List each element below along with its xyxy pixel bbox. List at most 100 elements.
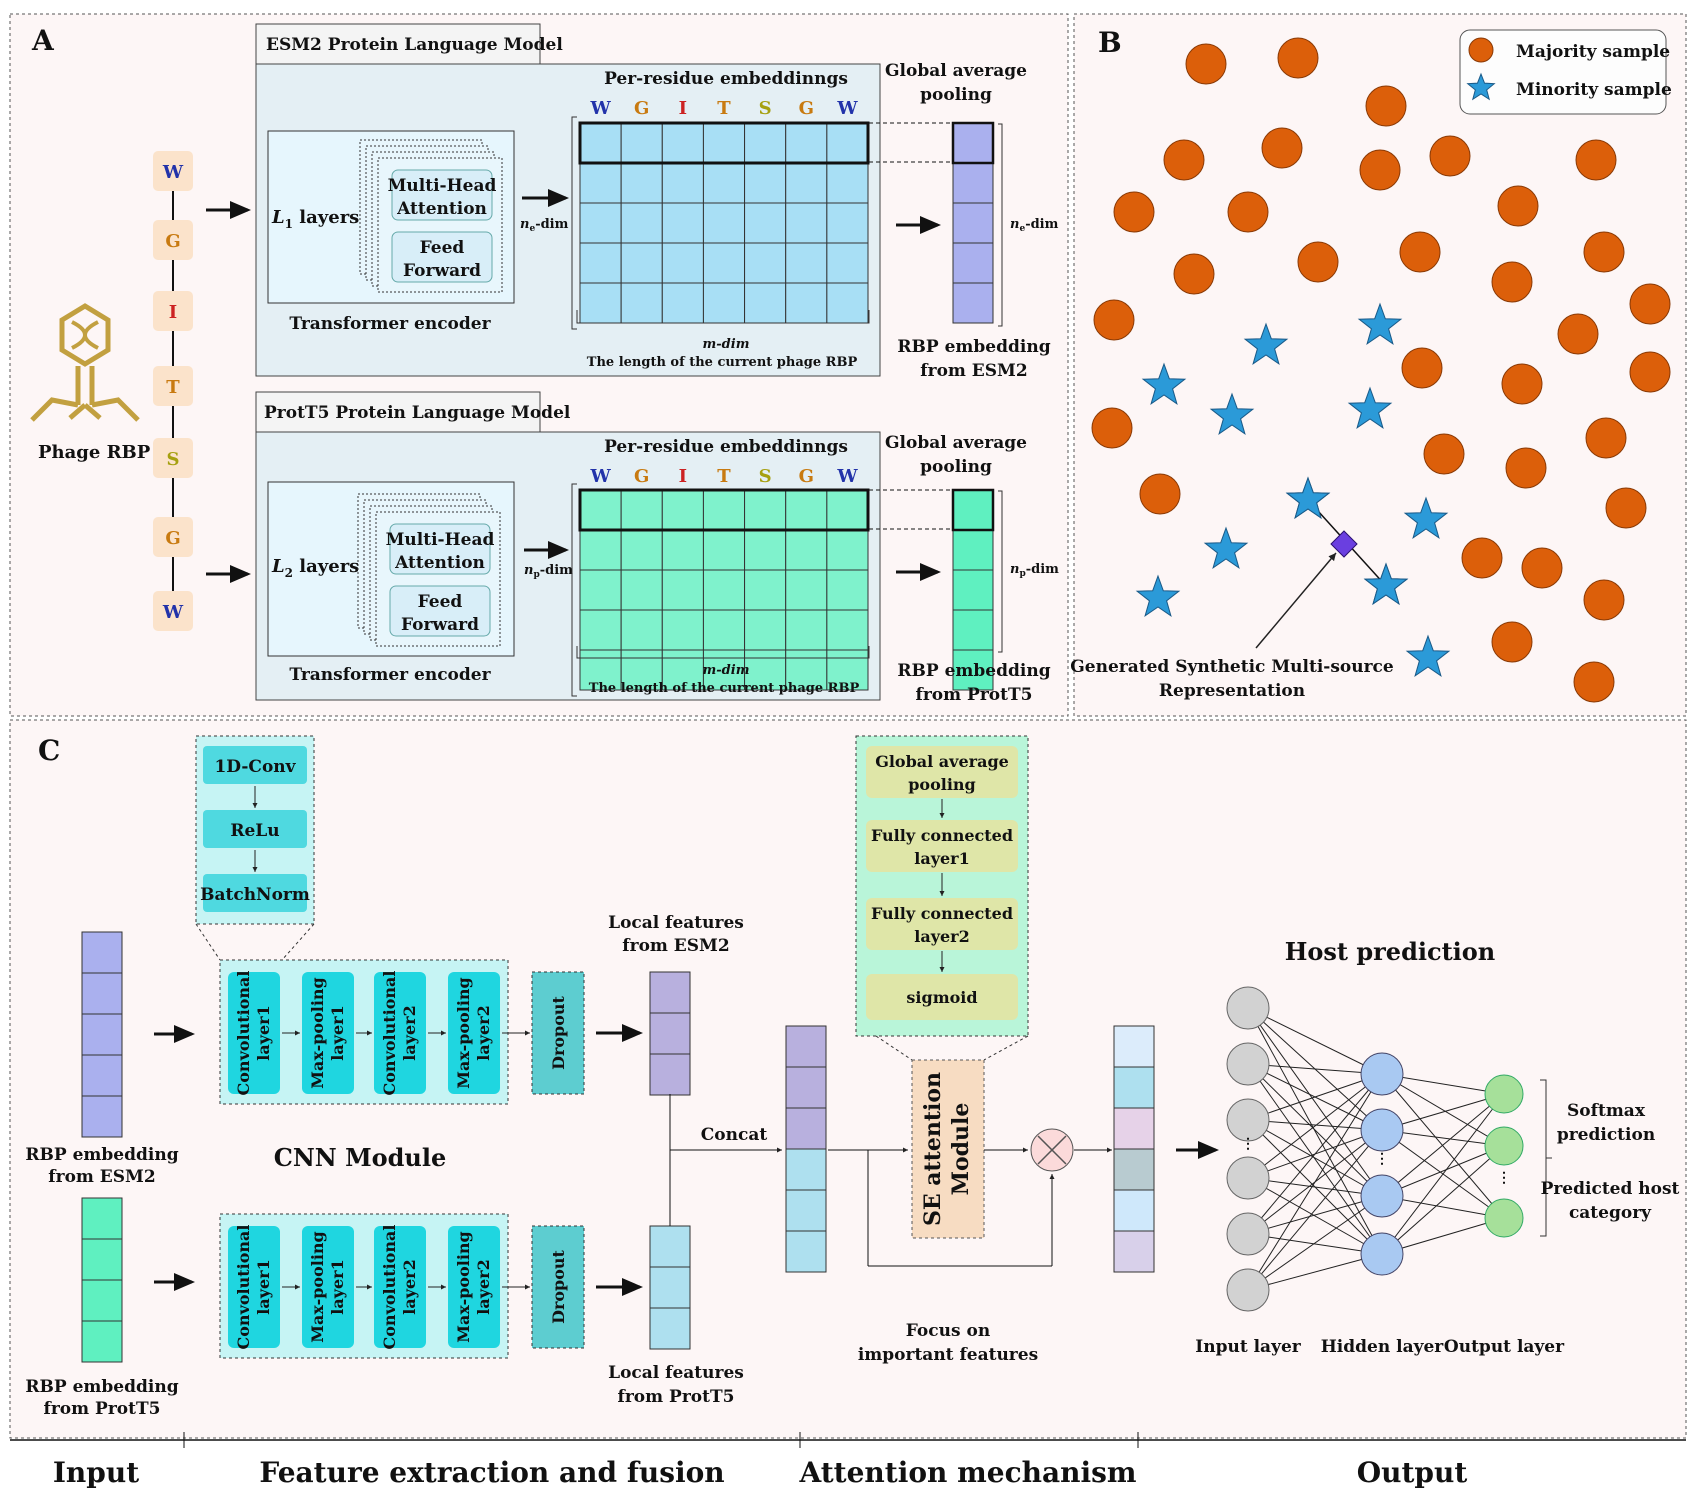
embedding-cell — [785, 242, 828, 284]
embedding-cell — [744, 202, 787, 244]
pooled-cell — [952, 489, 994, 531]
se-step-label: pooling — [908, 775, 976, 794]
embedding-cell — [744, 529, 787, 571]
embedding-cell — [579, 529, 622, 571]
residue-letter: G — [165, 231, 180, 252]
pooled-cell-highlight — [951, 121, 995, 165]
pooled-cell — [952, 162, 994, 204]
vector-cell — [1113, 1066, 1155, 1109]
embedding-cell — [702, 649, 746, 691]
minority-sample — [1347, 386, 1393, 429]
embedding-cell — [702, 609, 746, 651]
dropout-label: Dropout — [549, 1249, 568, 1323]
output-neuron — [1484, 1198, 1524, 1238]
cnn-layer-label: layer1 — [328, 1259, 347, 1314]
embedding-cell — [744, 122, 787, 164]
embedding-cell — [620, 569, 663, 611]
majority-sample — [1461, 537, 1503, 579]
input-prott5-line1: RBP embedding — [25, 1377, 178, 1397]
embedding-cell — [579, 122, 622, 164]
cnn-layer-label: layer2 — [474, 1259, 493, 1314]
input-neuron — [1226, 1098, 1270, 1142]
majority-sample — [1491, 261, 1533, 303]
embedding-cell — [579, 202, 622, 244]
concat-label: Concat — [701, 1125, 768, 1145]
hidden-neuron — [1360, 1052, 1404, 1096]
embedding-cell — [702, 242, 746, 284]
majority-sample — [1091, 407, 1133, 449]
minority-sample — [1141, 362, 1187, 405]
sequence-residue: T — [153, 366, 193, 406]
grid-residue-letter: G — [799, 466, 814, 487]
sequence-residue: G — [153, 517, 193, 557]
embedding-cell — [579, 282, 622, 324]
phage-icon — [30, 303, 140, 422]
predicted-line1: Predicted host — [1541, 1179, 1680, 1199]
grid-residue-letter: S — [759, 466, 772, 487]
grid-residue-letter: W — [589, 98, 611, 119]
esm2-ff-box — [391, 231, 493, 283]
grid-residue-letter: I — [679, 98, 687, 119]
esm2-encoder-label: Transformer encoder — [289, 314, 491, 334]
embedding-cell — [620, 609, 663, 651]
embedding-cell — [620, 202, 663, 244]
esm2-dim-label-left: ne-dim — [520, 217, 569, 234]
vector-cell — [785, 1107, 827, 1150]
ellipsis-dots: ⋮ — [1241, 1136, 1255, 1152]
embedding-cell — [785, 609, 828, 651]
embedding-cell — [702, 202, 746, 244]
embedding-cell — [702, 282, 746, 324]
embedding-cell — [661, 282, 704, 324]
majority-sample — [1185, 43, 1227, 85]
pooled-cell — [952, 529, 994, 571]
predicted-line2: category — [1569, 1203, 1652, 1223]
minority-sample — [1209, 392, 1255, 435]
embedding-cell — [744, 569, 787, 611]
nn-edges — [1247, 1007, 1505, 1291]
grid-residue-letter: G — [634, 466, 649, 487]
vector-cell — [1113, 1230, 1155, 1273]
vector-cell — [785, 1148, 827, 1191]
stage-bar — [10, 1432, 1686, 1448]
majority-sample — [1501, 363, 1543, 405]
hidden-neuron — [1360, 1108, 1404, 1152]
vector-cell — [1113, 1107, 1155, 1150]
minority-sample — [1243, 322, 1289, 365]
input-neuron — [1226, 1156, 1270, 1200]
vector-cell — [1113, 1025, 1155, 1068]
panel-c-label: C — [38, 734, 60, 767]
embedding-cell — [744, 649, 787, 691]
embedding-cell — [702, 489, 746, 531]
majority-sample — [1497, 185, 1539, 227]
se-step-label: layer2 — [914, 927, 969, 946]
majority-sample — [1227, 191, 1269, 233]
embedding-cell — [702, 569, 746, 611]
esm2-block: ESM2 Protein Language Model L1 layers Mu… — [255, 23, 1059, 381]
embedding-cell — [702, 122, 746, 164]
embedding-cell — [579, 609, 622, 651]
cnn-layer-label: layer2 — [474, 1005, 493, 1060]
embedding-cell — [826, 122, 869, 164]
dropout-layer: Dropout — [531, 1225, 585, 1349]
grid-residue-letter: W — [836, 466, 858, 487]
minority-sample — [1405, 634, 1451, 677]
vector-cell — [81, 1279, 123, 1322]
ellipsis-dots: ⋮ — [1497, 1170, 1511, 1186]
prott5-gap-line2: pooling — [920, 457, 992, 477]
cnn-layer-label: Convolutional — [380, 971, 399, 1096]
pooled-cell — [952, 569, 994, 611]
majority-sample — [1583, 579, 1625, 621]
vector-cell — [81, 1320, 123, 1363]
prott5-length-label: The length of the current phage RBP — [589, 681, 860, 696]
majority-sample — [1557, 313, 1599, 355]
hidden-layer-label: Hidden layer — [1321, 1337, 1445, 1357]
residue-letter: I — [169, 302, 177, 323]
embedding-cell — [661, 609, 704, 651]
vector-cell — [785, 1066, 827, 1109]
output-neuron — [1484, 1074, 1524, 1114]
embedding-cell — [702, 529, 746, 571]
sequence-residue: I — [153, 291, 193, 331]
